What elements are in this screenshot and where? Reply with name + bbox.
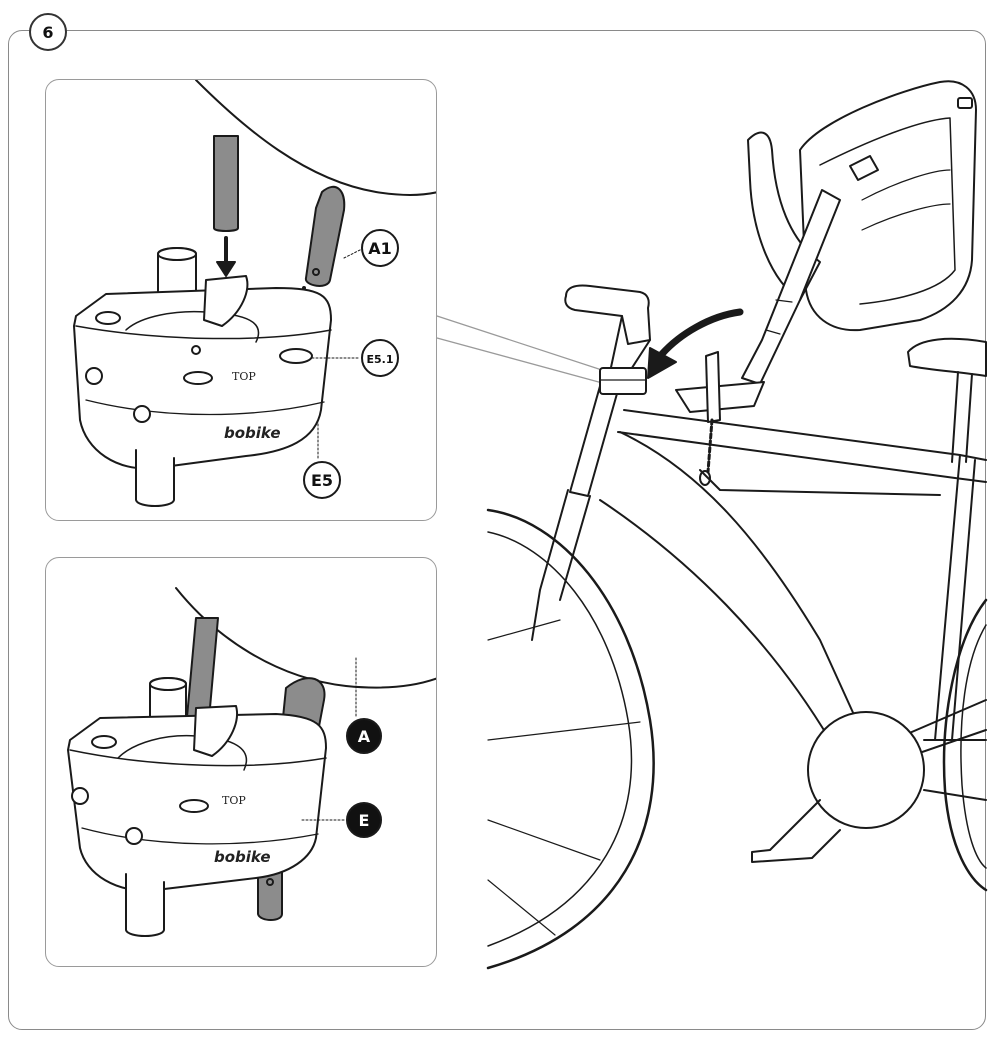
callout-A1 xyxy=(361,229,399,267)
callout-label-bracket: E xyxy=(359,811,370,830)
bike-frame xyxy=(599,409,987,771)
head-tube xyxy=(531,367,647,641)
detail-panel-installed: TOP bobike A E xyxy=(45,557,437,967)
detail-panel-insert: TOP bobike A1 E5.1 E5 xyxy=(45,79,437,521)
top-marking: TOP xyxy=(222,794,246,807)
handlebar xyxy=(564,284,651,375)
mount-direction-arrow xyxy=(647,308,744,379)
callout-E5-1 xyxy=(361,339,399,377)
tube-left xyxy=(213,135,239,232)
top-marking: TOP xyxy=(232,370,256,383)
seat-shell-edge xyxy=(195,80,436,196)
bracket-block xyxy=(67,705,327,937)
callout-E xyxy=(346,802,382,838)
callout-label-hole: E5.1 xyxy=(366,353,393,366)
step-number: 6 xyxy=(42,22,54,42)
step-frame xyxy=(8,30,986,1030)
rear-wheel xyxy=(942,598,988,892)
bracket-block xyxy=(73,275,332,507)
callout-A xyxy=(346,718,382,754)
brand-logo: bobike xyxy=(214,848,271,866)
callout-label-tube: A1 xyxy=(368,239,392,258)
callout-label-bracket: E5 xyxy=(311,471,333,490)
callout-E5 xyxy=(303,461,341,499)
crank-chainguard xyxy=(751,711,987,863)
child-seat xyxy=(675,80,977,486)
insert-arrow-left xyxy=(216,236,236,277)
detail-installed-illustration: TOP bobike A E xyxy=(67,587,436,937)
front-wheel xyxy=(486,508,655,970)
callout-label-tube: A xyxy=(358,727,371,746)
detail-insert-illustration: TOP bobike A1 E5.1 E5 xyxy=(73,80,436,507)
bike-saddle xyxy=(907,337,987,463)
zoom-projection-lines xyxy=(436,315,609,385)
brand-logo: bobike xyxy=(224,424,281,442)
step-number-badge: 6 xyxy=(29,13,67,51)
tube-right xyxy=(305,185,346,287)
